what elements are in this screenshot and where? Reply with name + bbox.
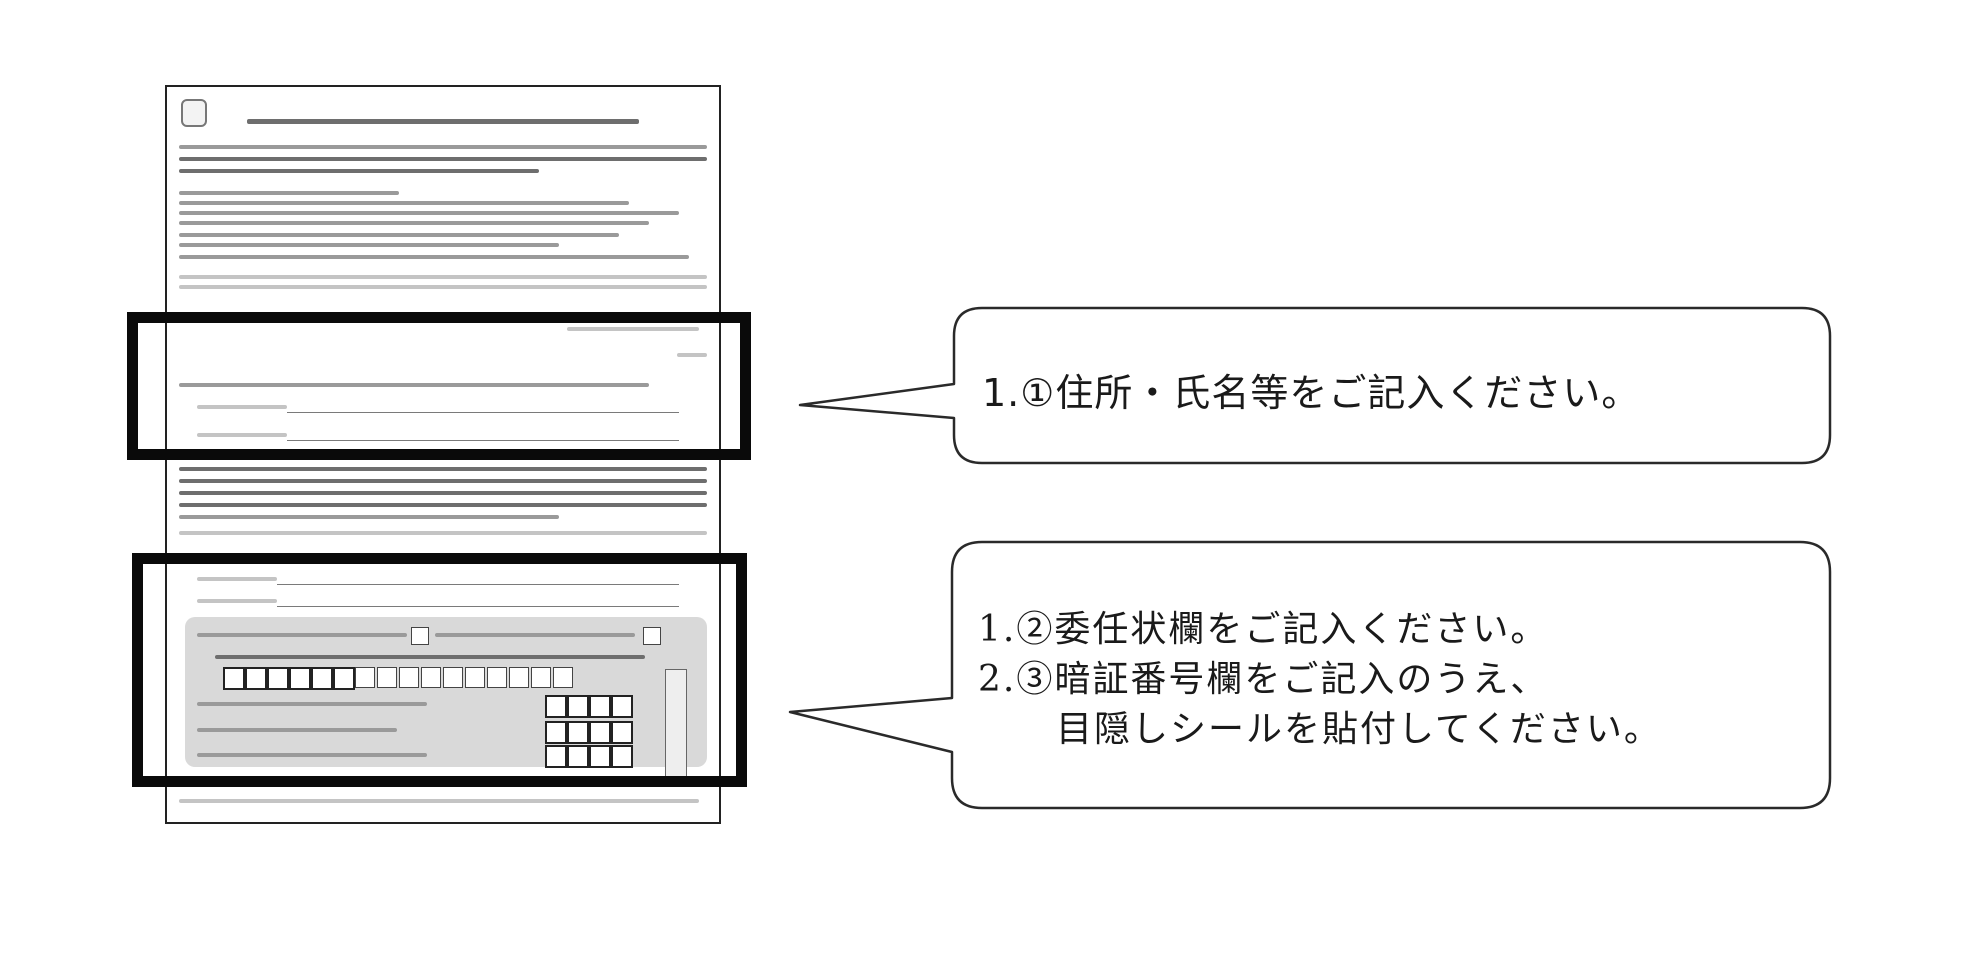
form-text-line	[179, 531, 707, 535]
pin-cell	[377, 667, 397, 688]
pin-cell	[399, 667, 419, 688]
pin-cell	[421, 667, 441, 688]
pin-cell	[611, 695, 633, 718]
form-text-line	[179, 479, 707, 483]
form-text-line	[179, 243, 559, 247]
pin-cell	[531, 667, 551, 688]
form-footer-text	[179, 799, 699, 803]
pin-code-panel	[185, 617, 707, 783]
form-heading-text	[247, 119, 639, 124]
pin-cell	[553, 667, 573, 688]
callout-2-line-3: 目隠しシールを貼付してください。	[1018, 709, 1662, 750]
name-input-line	[287, 440, 679, 441]
pin-cell	[289, 667, 311, 690]
form-label	[197, 702, 427, 706]
form-text-line	[179, 503, 707, 507]
pin-cell	[333, 667, 355, 690]
highlight-box-address-name	[127, 312, 751, 460]
form-text-line	[179, 201, 629, 205]
form-text-line	[179, 221, 649, 225]
form-text-line	[677, 353, 707, 357]
pin-cell	[355, 667, 375, 688]
pin-cell	[311, 667, 333, 690]
pin-cell	[545, 695, 567, 718]
form-text-line	[179, 491, 707, 495]
form-label	[197, 728, 397, 732]
form-text-line	[179, 169, 539, 173]
form-label	[435, 633, 635, 637]
pin-cell	[589, 745, 611, 768]
pin-cell	[509, 667, 529, 688]
form-text-line	[179, 275, 707, 279]
checkbox	[643, 627, 661, 645]
form-text-line	[179, 211, 679, 215]
form-text-line	[179, 255, 689, 259]
checkbox	[411, 627, 429, 645]
pin-cell	[487, 667, 507, 688]
pin-cell	[267, 667, 289, 690]
form-text-line	[179, 157, 707, 161]
pin-cell	[545, 745, 567, 768]
pin-cell	[545, 721, 567, 744]
form-label	[197, 433, 287, 437]
pin-cell	[465, 667, 485, 688]
form-label	[197, 577, 277, 581]
form-label	[197, 599, 277, 603]
callout-bubble-2	[788, 540, 1832, 810]
pin-cell	[589, 721, 611, 744]
form-label	[197, 405, 287, 409]
pin-cell	[443, 667, 463, 688]
callout-1-line-1: 1.①住所・氏名等をご記入ください。	[982, 371, 1641, 415]
callout-2-line-2: 2.③暗証番号欄をご記入のうえ、	[978, 659, 1549, 700]
pin-cell	[223, 667, 245, 690]
form-date-line	[567, 327, 699, 331]
proxy-name-input-line	[277, 606, 679, 607]
form-logo	[181, 99, 207, 127]
pin-cell	[567, 721, 589, 744]
form-label	[197, 753, 427, 757]
form-label	[215, 655, 645, 659]
proxy-address-input-line	[277, 584, 679, 585]
form-text-line	[179, 285, 707, 289]
pin-cell	[611, 721, 633, 744]
form-label	[197, 633, 407, 637]
callout-bubble-1	[798, 306, 1832, 465]
form-text-line	[179, 515, 559, 519]
pin-cell	[245, 667, 267, 690]
pin-cell	[567, 745, 589, 768]
highlight-box-delegation-pin	[132, 553, 747, 787]
form-text-line	[179, 467, 707, 471]
address-input-line	[287, 412, 679, 413]
form-text-line	[179, 233, 619, 237]
pin-cell	[567, 695, 589, 718]
callout-2-line-1: 1.②委任状欄をご記入ください。	[978, 609, 1549, 650]
form-text-line	[179, 145, 707, 149]
pin-cell	[589, 695, 611, 718]
form-text-line	[179, 191, 399, 195]
form-text-line	[179, 383, 649, 387]
pin-cell	[611, 745, 633, 768]
